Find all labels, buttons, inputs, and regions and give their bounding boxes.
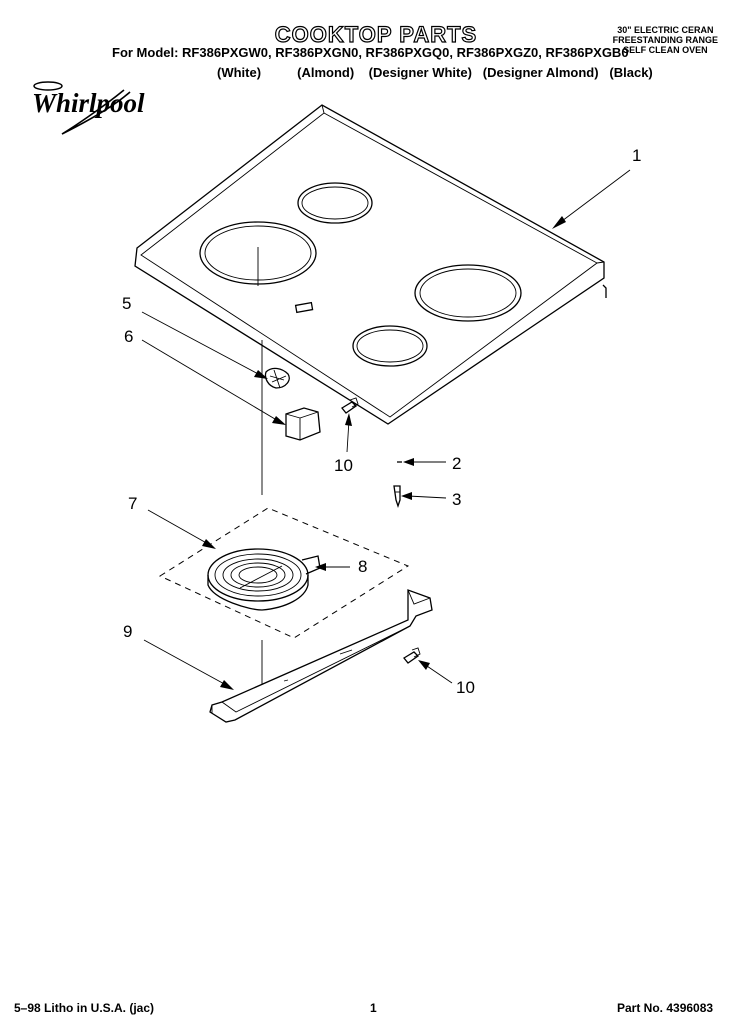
callout-10-upper: 10: [334, 456, 353, 475]
part-8-radiant-element: [207, 548, 321, 611]
description-line-3: SELF CLEAN OVEN: [623, 45, 708, 55]
part-10-screw-upper: [341, 397, 359, 414]
part-9-support-rail: [209, 589, 433, 723]
footer-litho: 5–98 Litho in U.S.A. (jac): [14, 1001, 155, 1015]
callout-10-lower: 10: [456, 678, 475, 697]
footer-page-number: 1: [370, 1001, 377, 1015]
model-list: For Model: RF386PXGW0, RF386PXGN0, RF386…: [112, 45, 629, 60]
part-7-outline: [158, 507, 410, 639]
callout-5: 5: [122, 294, 132, 313]
page-title: COOKTOP PARTS: [274, 21, 478, 47]
part-10-screw-lower: [403, 647, 421, 664]
callout-2: 2: [452, 454, 462, 473]
part-6-bracket: [285, 407, 321, 441]
part-5-clip: [264, 367, 290, 389]
callout-6: 6: [124, 327, 134, 346]
part-3-screw: [393, 485, 401, 509]
callout-9: 9: [123, 622, 133, 641]
product-description: 30" ELECTRIC CERAN FREESTANDING RANGE SE…: [613, 25, 718, 55]
footer-part-number: Part No. 4396083: [617, 1001, 714, 1015]
burner-rings: [199, 182, 522, 367]
logo-wordmark: Whirlpool: [32, 88, 145, 118]
logo-swirl-icon: [33, 81, 131, 135]
description-line-2: FREESTANDING RANGE: [612, 35, 718, 45]
callout-3: 3: [452, 490, 462, 509]
whirlpool-logo: Whirlpool: [32, 78, 152, 138]
callout-8: 8: [358, 557, 368, 576]
description-line-1: 30" ELECTRIC CERAN: [617, 25, 714, 35]
color-list: (White) (Almond) (Designer White) (Desig…: [217, 65, 653, 80]
cooktop-glass-top: [134, 104, 607, 425]
leader-lines: [141, 169, 631, 690]
callout-1: 1: [632, 146, 642, 165]
callout-7: 7: [128, 494, 138, 513]
